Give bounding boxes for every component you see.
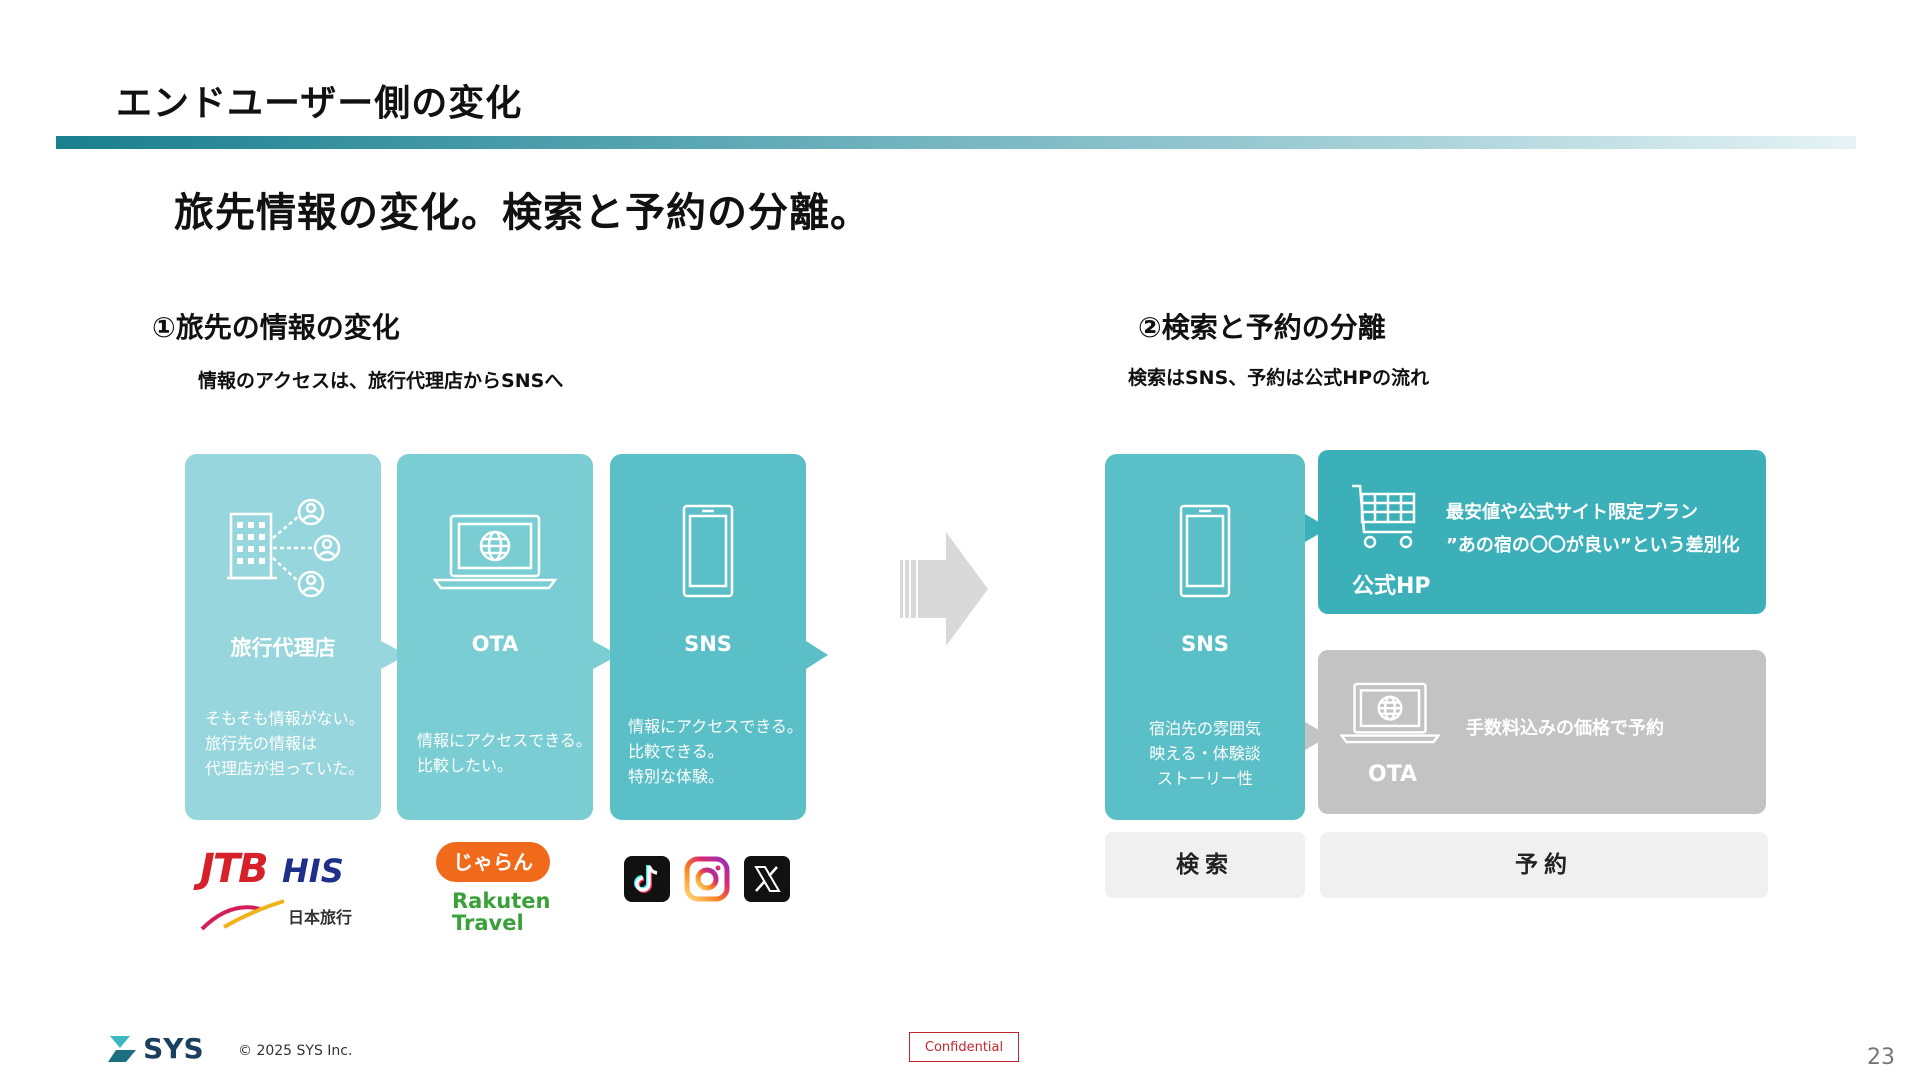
smartphone-icon [682,504,734,598]
section1-title: ①旅先の情報の変化 [152,311,400,344]
official-hp-text: 最安値や公式サイト限定プラン ”あの宿の〇〇が良い”という差別化 [1446,502,1740,556]
card-desc: 宿泊先の雰囲気 映える・体験談 ストーリー性 [1148,719,1261,788]
footer-copyright: © 2025 SYS Inc. [238,1043,353,1059]
official-hp-box: 公式HP 最安値や公式サイト限定プラン ”あの宿の〇〇が良い”という差別化 [1318,450,1766,614]
stage-search: 検索 [1105,832,1305,898]
footer-brand-logo: SYS [108,1032,204,1065]
his-logo: HIS [282,852,344,890]
section2-title: ②検索と予約の分離 [1138,311,1386,344]
card-sns: SNS 情報にアクセスできる。 比較できる。 特別な体験。 [610,454,806,820]
cart-icon [1352,484,1416,549]
laptop-globe-icon [433,514,557,590]
ota-label: OTA [1368,762,1418,787]
x-icon [744,856,790,902]
page-title: エンドユーザー側の変化 [116,83,523,124]
instagram-icon [684,856,730,902]
card-label: OTA [471,632,519,656]
flow-arrow [1305,514,1329,542]
rakuten-travel-logo: Travel [452,911,524,935]
jtb-logo: JTB [200,846,269,892]
nippon-travel-logo: 日本旅行 [288,908,353,927]
rakuten-logo: Rakuten [452,889,551,913]
ota-text: 手数料込みの価格で予約 [1466,718,1664,739]
title-underline-bar [56,136,1856,149]
transition-arrow-icon [900,532,988,646]
building-network-icon [227,498,341,598]
footer-brand-name: SYS [143,1032,204,1065]
official-hp-label: 公式HP [1352,574,1431,599]
card-desc: 情報にアクセスできる。 比較できる。 特別な体験。 [628,717,803,786]
section1-subtitle: 情報のアクセスは、旅行代理店からSNSへ [198,370,564,392]
card-label: SNS [684,632,732,656]
jalan-logo: じゃらん [436,842,550,882]
nippon-travel-swoosh-icon [200,899,285,931]
ota-box: OTA 手数料込みの価格で予約 [1318,650,1766,814]
card-desc: そもそも情報がない。 旅行先の情報は 代理店が担っていた。 [205,709,365,778]
card-label: 旅行代理店 [230,636,336,660]
smartphone-icon [1179,504,1231,598]
tiktok-icon [624,856,670,902]
page-number: 23 [1867,1045,1895,1070]
confidential-badge: Confidential [909,1032,1019,1062]
card-desc: 情報にアクセスできる。 比較したい。 [417,731,592,775]
stage-booking: 予約 [1320,832,1768,898]
card-ota: OTA 情報にアクセスできる。 比較したい。 [397,454,593,820]
section2-subtitle: 検索はSNS、予約は公式HPの流れ [1128,367,1430,389]
laptop-globe-icon [1340,682,1440,744]
card-travel-agency: 旅行代理店 そもそも情報がない。 旅行先の情報は 代理店が担っていた。 [185,454,381,820]
sys-logo-icon [108,1035,136,1062]
card-label: SNS [1181,632,1229,656]
headline: 旅先情報の変化。検索と予約の分離。 [174,190,871,236]
card-sns-search: SNS 宿泊先の雰囲気 映える・体験談 ストーリー性 [1105,454,1305,820]
flow-arrow [1305,722,1329,750]
flow-arrow [806,641,828,669]
